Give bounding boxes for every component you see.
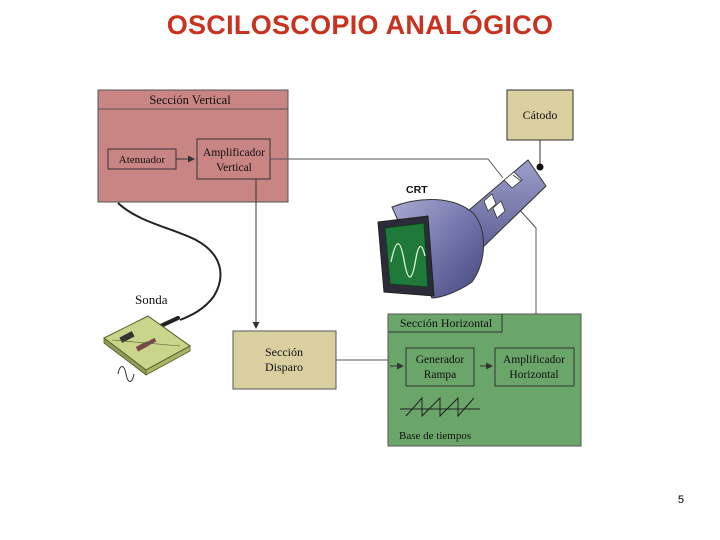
vertical-section-label: Sección Vertical [149, 93, 231, 107]
vertical-section: Sección Vertical Atenuador Amplificador … [97, 89, 289, 203]
probe-cable [117, 202, 222, 321]
slide-title: OSCILOSCOPIO ANALÓGICO [166, 10, 554, 40]
cathode-box: Cátodo [506, 89, 574, 141]
ramp-generator-line2: Rampa [424, 369, 457, 381]
cathode-terminal [536, 163, 544, 171]
ramp-generator-line1: Generador [416, 354, 465, 366]
crt-screen [384, 222, 429, 288]
page-number: 5 [677, 494, 684, 506]
probe-signal-icon [117, 366, 135, 382]
vertical-amplifier-line1: Amplificador [203, 147, 265, 159]
deflection-plates [483, 171, 523, 219]
screen-waveform [390, 243, 426, 278]
attenuator-label: Atenuador [119, 154, 166, 166]
horizontal-section-label: Sección Horizontal [400, 316, 493, 330]
crt-label: CRT [406, 184, 428, 196]
crt-tube: CRT [377, 159, 547, 299]
horizontal-amplifier-box: Amplificador Horizontal [494, 347, 575, 387]
horizontal-amplifier-line2: Horizontal [509, 369, 558, 381]
vertical-amplifier-box: Amplificador Vertical [196, 138, 271, 180]
cathode-label: Cátodo [523, 108, 558, 122]
timebase-label: Base de tiempos [399, 430, 471, 442]
signal-wires [252, 158, 537, 350]
probe: Sonda [103, 202, 222, 382]
circuit-board [103, 315, 191, 376]
trigger-section-box: Sección Disparo [232, 330, 337, 390]
trigger-line2: Disparo [265, 360, 303, 374]
vertical-amplifier-line2: Vertical [216, 162, 252, 174]
attenuator-box: Atenuador [107, 148, 177, 170]
sawtooth-waveform [400, 396, 480, 418]
probe-label: Sonda [135, 292, 168, 307]
trigger-line1: Sección [265, 345, 303, 359]
horizontal-amplifier-line1: Amplificador [503, 354, 565, 366]
horizontal-section: Sección Horizontal Generador Rampa Ampli… [387, 313, 582, 447]
ramp-generator-box: Generador Rampa [405, 347, 475, 387]
